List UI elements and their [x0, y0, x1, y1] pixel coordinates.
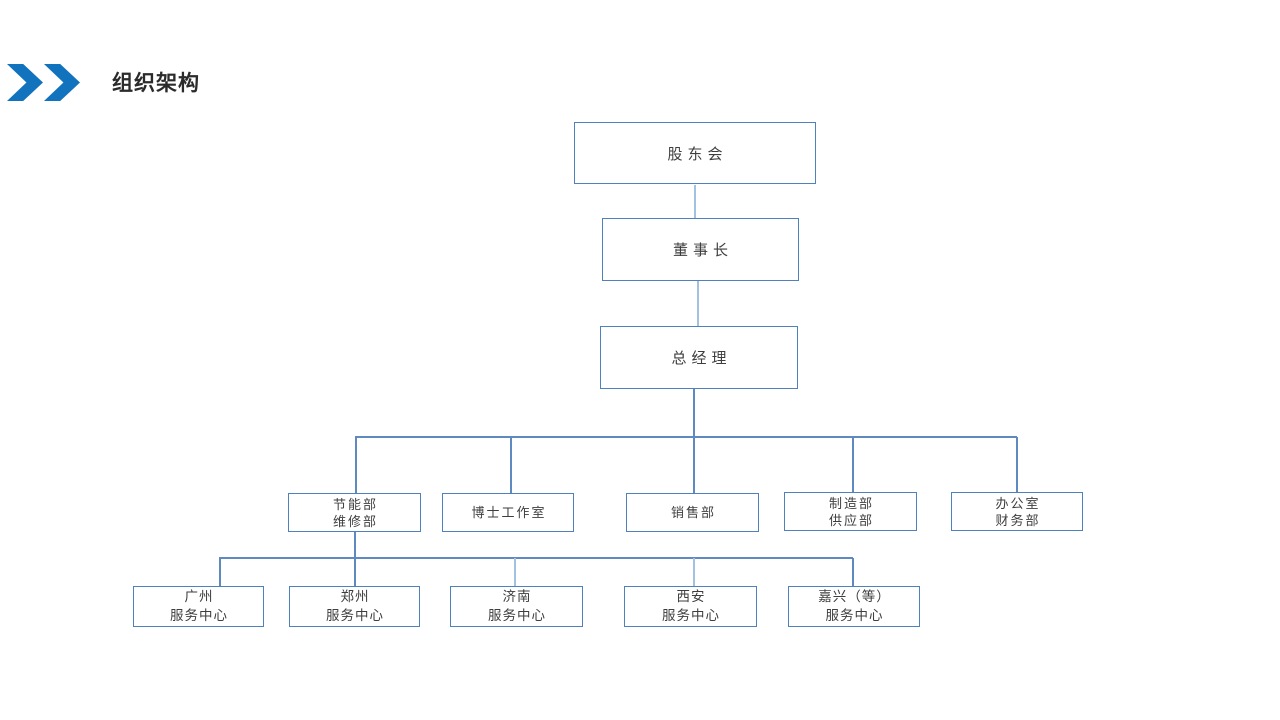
org-node-label: 服务中心	[488, 607, 546, 623]
connector-line	[852, 437, 854, 492]
connector-line	[693, 389, 695, 493]
connector-line	[697, 281, 699, 326]
org-node-label: 服务中心	[825, 607, 884, 623]
chevron-right-icon	[7, 64, 43, 101]
org-node-xian-center: 西安 服务中心	[624, 586, 757, 627]
org-node-energy-maintenance: 节能部 维修部	[288, 493, 421, 532]
org-node-label: 服务中心	[326, 607, 384, 623]
org-node-label: 服务中心	[170, 607, 228, 623]
org-node-jinan-center: 济南 服务中心	[450, 586, 583, 627]
org-node-shareholders: 股东会	[574, 122, 816, 184]
org-node-label: 制造部	[828, 495, 874, 511]
connector-line	[219, 557, 853, 559]
connector-line	[510, 437, 512, 493]
org-node-label: 维修部	[332, 513, 378, 529]
org-node-label: 总经理	[671, 350, 732, 367]
connector-line	[693, 558, 695, 586]
org-node-sales: 销售部	[626, 493, 759, 532]
org-node-label: 财务部	[995, 512, 1041, 528]
chevron-right-icon	[44, 64, 80, 101]
connector-line	[219, 558, 221, 586]
org-node-jiaxing-center: 嘉兴（等） 服务中心	[788, 586, 920, 627]
org-node-label: 西安	[676, 589, 706, 604]
org-node-chairman: 董事长	[602, 218, 799, 281]
org-node-label: 销售部	[670, 505, 716, 520]
connector-line	[354, 532, 356, 586]
org-node-label: 博士工作室	[471, 505, 547, 520]
org-node-label: 股东会	[667, 145, 728, 163]
org-node-general-manager: 总经理	[600, 326, 798, 389]
page-title: 组织架构	[112, 72, 200, 95]
org-node-label: 郑州	[340, 589, 370, 604]
org-node-guangzhou-center: 广州 服务中心	[133, 586, 264, 627]
connector-line	[1016, 437, 1018, 493]
org-node-label: 嘉兴（等）	[818, 589, 891, 604]
connector-line	[514, 558, 516, 586]
org-node-label: 广州	[184, 589, 214, 604]
org-node-doctor-studio: 博士工作室	[442, 493, 574, 532]
org-node-office-finance: 办公室 财务部	[951, 492, 1083, 531]
org-node-label: 办公室	[995, 495, 1041, 511]
org-node-manufacturing-supply: 制造部 供应部	[784, 492, 917, 531]
connector-line	[355, 436, 1017, 438]
org-node-zhengzhou-center: 郑州 服务中心	[289, 586, 420, 627]
org-node-label: 服务中心	[662, 607, 720, 623]
org-node-label: 供应部	[828, 512, 874, 528]
org-node-label: 济南	[502, 589, 532, 604]
connector-line	[852, 558, 854, 586]
connector-line	[355, 437, 357, 493]
org-node-label: 董事长	[672, 242, 733, 259]
org-node-label: 节能部	[332, 496, 378, 512]
connector-line	[694, 185, 696, 218]
